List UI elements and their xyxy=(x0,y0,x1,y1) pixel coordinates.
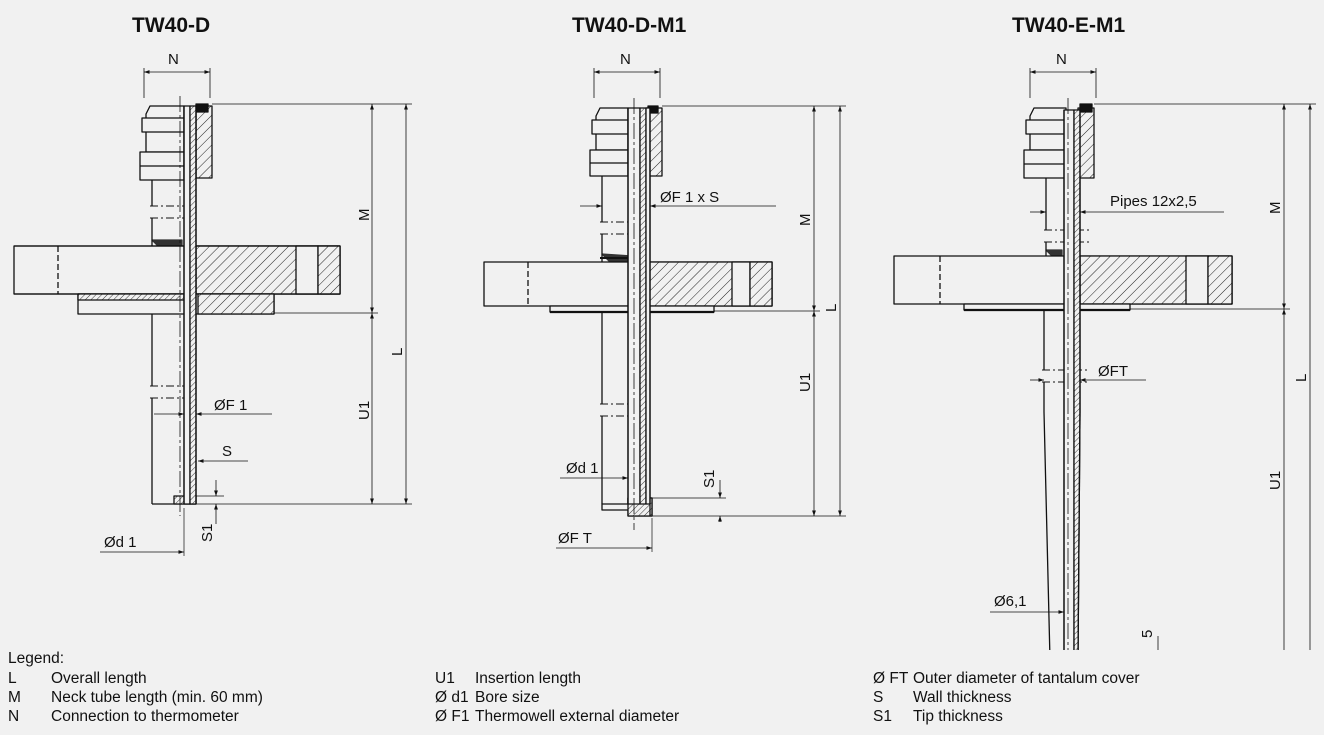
diagram-tw40-e-m1: N xyxy=(893,51,1316,650)
diagram-tw40-d-m1: N xyxy=(483,51,846,552)
dim-d61-label: Ø6,1 xyxy=(994,593,1027,610)
dim-l-label: L xyxy=(389,348,406,356)
dim-m-label: M xyxy=(356,209,373,222)
dim-l-label-2: L xyxy=(823,304,840,312)
dim-d1-label-2: Ød 1 xyxy=(566,460,599,477)
dim-s1-label-2: S1 xyxy=(701,470,718,488)
dim-n-label-2: N xyxy=(620,51,631,68)
dim-d1-label: Ød 1 xyxy=(104,534,137,551)
dim-l-label-3: L xyxy=(1293,374,1310,382)
legend-heading: Legend: xyxy=(8,650,65,667)
dim-u1-label: U1 xyxy=(356,401,373,420)
technical-drawing: N xyxy=(13,51,1316,650)
dim-5-label: 5 xyxy=(1139,630,1156,638)
dim-f1-label: ØF 1 xyxy=(214,397,247,414)
dim-u1-label-2: U1 xyxy=(797,373,814,392)
title-tw40-d: TW40-D xyxy=(132,14,211,37)
dim-ft-label-3: ØFT xyxy=(1098,363,1128,380)
title-tw40-e-m1: TW40-E-M1 xyxy=(1012,14,1126,37)
dim-s1-label: S1 xyxy=(199,524,216,542)
dim-n-label-3: N xyxy=(1056,51,1067,68)
dim-f1s-label: ØF 1 x S xyxy=(660,189,719,206)
dim-ft-label-2: ØF T xyxy=(558,530,592,547)
dim-m-label-3: M xyxy=(1267,202,1284,215)
dim-m-label-2: M xyxy=(797,214,814,227)
diagram-tw40-d: N xyxy=(13,51,412,556)
dim-pipes-label: Pipes 12x2,5 xyxy=(1110,193,1197,210)
dim-n-label: N xyxy=(168,51,179,68)
dim-u1-label-3: U1 xyxy=(1267,471,1284,490)
dim-s-label: S xyxy=(222,443,232,460)
title-tw40-d-m1: TW40-D-M1 xyxy=(572,14,687,37)
